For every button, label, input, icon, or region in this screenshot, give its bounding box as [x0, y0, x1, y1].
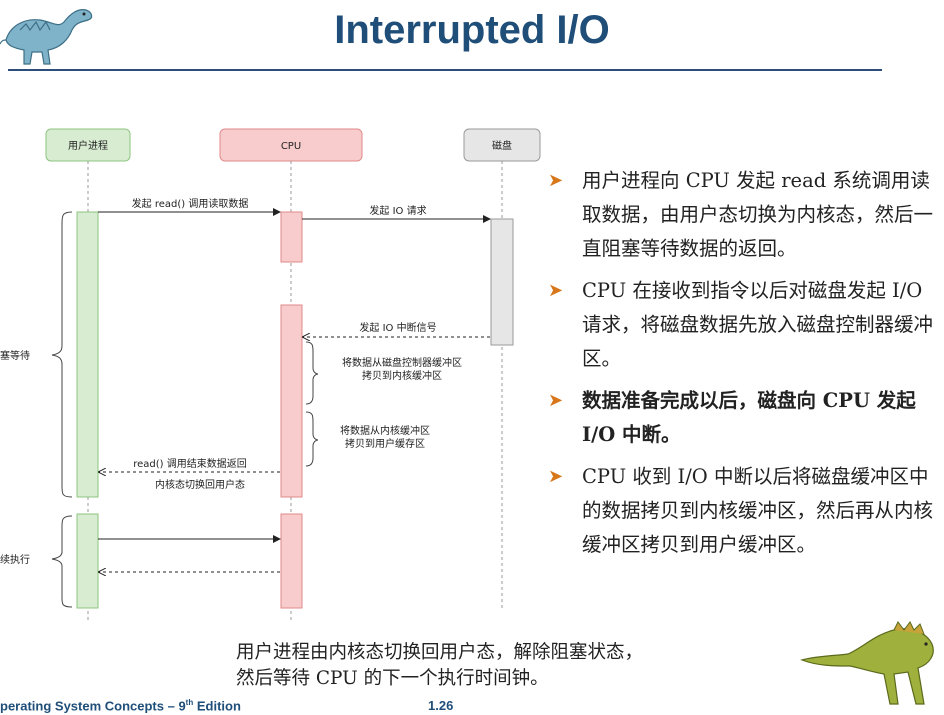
dinosaur-logo-top	[0, 9, 93, 65]
activation-user-1	[76, 211, 99, 498]
slide-title: Interrupted I/O	[334, 8, 610, 52]
brace-copy-to-kernel	[305, 341, 319, 405]
label-kernel-to-user: 内核态切换回用户态	[155, 478, 245, 491]
brace-block-wait	[51, 211, 73, 498]
activation-user-2	[76, 513, 99, 609]
label-copy-to-kernel-1: 将数据从磁盘控制器缓冲区	[342, 356, 462, 369]
bottom-note-line-1: 用户进程由内核态切换回用户态，解除阻塞状态，	[236, 642, 644, 663]
bullet-item-4: ➤ CPU 收到 I/O 中断以后将磁盘缓冲区中的数据拷贝到内核缓冲区，然后再从…	[548, 460, 944, 562]
bullet-text-2: CPU 在接收到指令以后对磁盘发起 I/O 请求，将磁盘数据先放入磁盘控制器缓冲…	[582, 279, 934, 370]
activation-disk	[490, 218, 514, 346]
side-label-block-wait: 塞等待	[0, 349, 30, 362]
bottom-note: 用户进程由内核态切换回用户态，解除阻塞状态， 然后等待 CPU 的下一个执行时间…	[236, 640, 643, 692]
dinosaur-logo-bottom	[800, 621, 934, 705]
bullet-text-3: 数据准备完成以后，磁盘向 CPU 发起 I/O 中断。	[582, 389, 916, 446]
activation-cpu-1	[280, 211, 303, 263]
label-read-call: 发起 read() 调用读取数据	[132, 197, 249, 210]
bullet-text-1: 用户进程向 CPU 发起 read 系统调用读取数据，由用户态切换为内核态，然后…	[582, 169, 934, 260]
title-divider	[8, 69, 882, 71]
label-copy-to-kernel-2: 拷贝到内核缓冲区	[362, 369, 442, 382]
label-io-request: 发起 IO 请求	[369, 204, 426, 217]
side-label-continue-exec: 续执行	[0, 553, 30, 566]
chevron-right-icon: ➤	[548, 280, 564, 301]
chevron-right-icon: ➤	[548, 170, 564, 191]
bullet-item-3: ➤ 数据准备完成以后，磁盘向 CPU 发起 I/O 中断。	[548, 384, 944, 452]
chevron-right-icon: ➤	[548, 466, 564, 487]
bottom-note-line-2: 然后等待 CPU 的下一个执行时间钟。	[236, 668, 549, 689]
activation-cpu-2	[280, 304, 303, 498]
lane-cpu-label: CPU	[281, 141, 301, 152]
lane-disk-label: 磁盘	[492, 139, 512, 152]
brace-copy-to-user	[305, 411, 319, 467]
lane-cpu-header: CPU	[219, 128, 363, 162]
bullet-list: ➤ 用户进程向 CPU 发起 read 系统调用读取数据，由用户态切换为内核态，…	[548, 164, 944, 570]
sequence-diagram: 用户进程 CPU 磁盘 发起 read() 调用读取数据 发起 IO 请求 发起…	[0, 128, 541, 620]
label-copy-to-user-1: 将数据从内核缓冲区	[340, 424, 430, 437]
footer-book-title: perating System Concepts – 9th Edition	[0, 698, 241, 714]
bullet-item-2: ➤ CPU 在接收到指令以后对磁盘发起 I/O 请求，将磁盘数据先放入磁盘控制器…	[548, 274, 944, 376]
lane-disk-header: 磁盘	[463, 128, 541, 162]
page-number: 1.26	[428, 698, 454, 713]
brace-continue-exec	[51, 515, 73, 608]
bullet-text-4: CPU 收到 I/O 中断以后将磁盘缓冲区中的数据拷贝到内核缓冲区，然后再从内核…	[582, 465, 934, 556]
bullet-item-1: ➤ 用户进程向 CPU 发起 read 系统调用读取数据，由用户态切换为内核态，…	[548, 164, 944, 266]
label-copy-to-user-2: 拷贝到用户缓存区	[345, 437, 425, 450]
lane-user-header: 用户进程	[45, 128, 131, 162]
label-read-return: read() 调用结束数据返回	[133, 457, 247, 470]
lane-user-label: 用户进程	[68, 139, 108, 152]
label-io-interrupt: 发起 IO 中断信号	[359, 321, 436, 334]
activation-cpu-3	[280, 513, 303, 609]
chevron-right-icon: ➤	[548, 390, 564, 411]
